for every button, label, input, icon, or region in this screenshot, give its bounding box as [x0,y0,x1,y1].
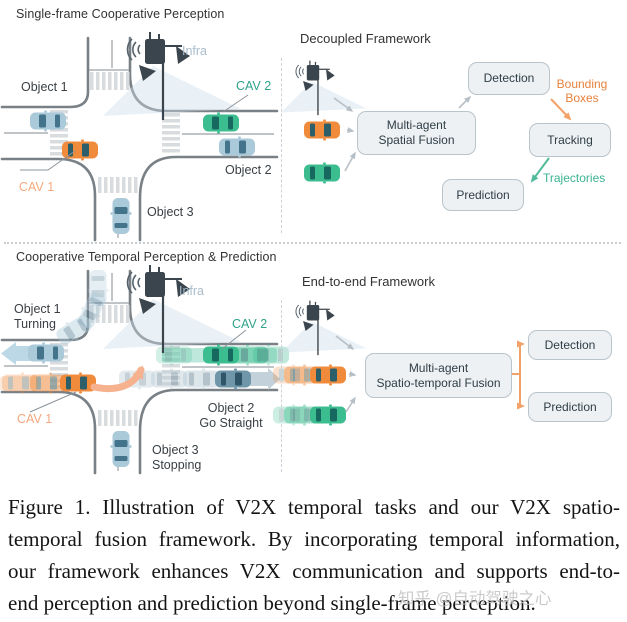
prediction-box: Prediction [528,392,612,422]
tracking-box: Tracking [529,123,611,157]
label-infra: Infra [182,44,208,58]
object2-car [219,136,255,158]
caption-line: temporal fusion framework. By incorporat… [8,527,620,551]
cav2-car [203,112,239,134]
label-cav1: CAV 1 [19,180,55,194]
panel-separator [4,242,621,244]
object1-car [28,342,64,364]
figure-caption: Figure 1. Illustration of V2X temporal t… [8,491,620,619]
label-object3: Object 3 [147,205,194,219]
label-cav1: CAV 1 [17,412,53,426]
bounding-boxes-label: Bounding Boxes [556,77,608,106]
prediction-box: Prediction [442,179,524,211]
spatio-temporal-fusion-box: Multi-agent Spatio-temporal Fusion [365,353,512,398]
object3-car [110,431,132,467]
detection-box: Detection [468,62,550,95]
trajectories-label: Trajectories [543,171,606,185]
bottom-framework-title: End-to-end Framework [302,274,435,289]
object3-car [110,198,132,234]
caption-line: our framework enhances V2X communication… [8,559,620,583]
label-cav2: CAV 2 [232,317,268,331]
watermark: 知乎 @自动驾驶之心 [398,590,552,608]
object1-car [30,110,66,132]
object2-car [215,368,251,390]
label-infra: Infra [179,284,205,298]
top-panel-divider [281,58,282,233]
infra-icon [101,30,243,122]
detection-box: Detection [528,330,612,360]
gray-flow-arrows [333,95,472,413]
caption-line: end perception and prediction beyond sin… [8,591,536,615]
label-object1: Object 1 Turning [14,302,61,331]
caption-line: Figure 1. Illustration of V2X temporal t… [8,495,620,519]
infra-icon [101,263,243,355]
top-framework-title: Decoupled Framework [300,31,431,46]
trajectories-arrow [530,157,550,183]
cav1-car [60,372,96,394]
infra-icon [280,59,368,116]
top-scene-title: Single-frame Cooperative Perception [16,7,225,21]
bottom-panel-divider [281,300,282,472]
label-object1: Object 1 [21,80,68,94]
label-object3: Object 3 Stopping [152,443,202,472]
label-leader-lines [20,94,249,413]
cav1-car [62,139,98,161]
spatial-fusion-box: Multi-agent Spatial Fusion [357,111,476,155]
bounding-boxes-arrow [550,98,572,121]
bottom-scene-title: Cooperative Temporal Perception & Predic… [16,250,277,264]
infra-icon [280,299,368,356]
label-object2: Object 2 Go Straight [199,401,263,430]
label-object2: Object 2 [225,163,272,177]
cav2-car [203,344,239,366]
framework-cars [273,119,346,426]
label-cav2: CAV 2 [236,79,272,93]
cav1-turn-prediction-arrow [90,365,145,393]
